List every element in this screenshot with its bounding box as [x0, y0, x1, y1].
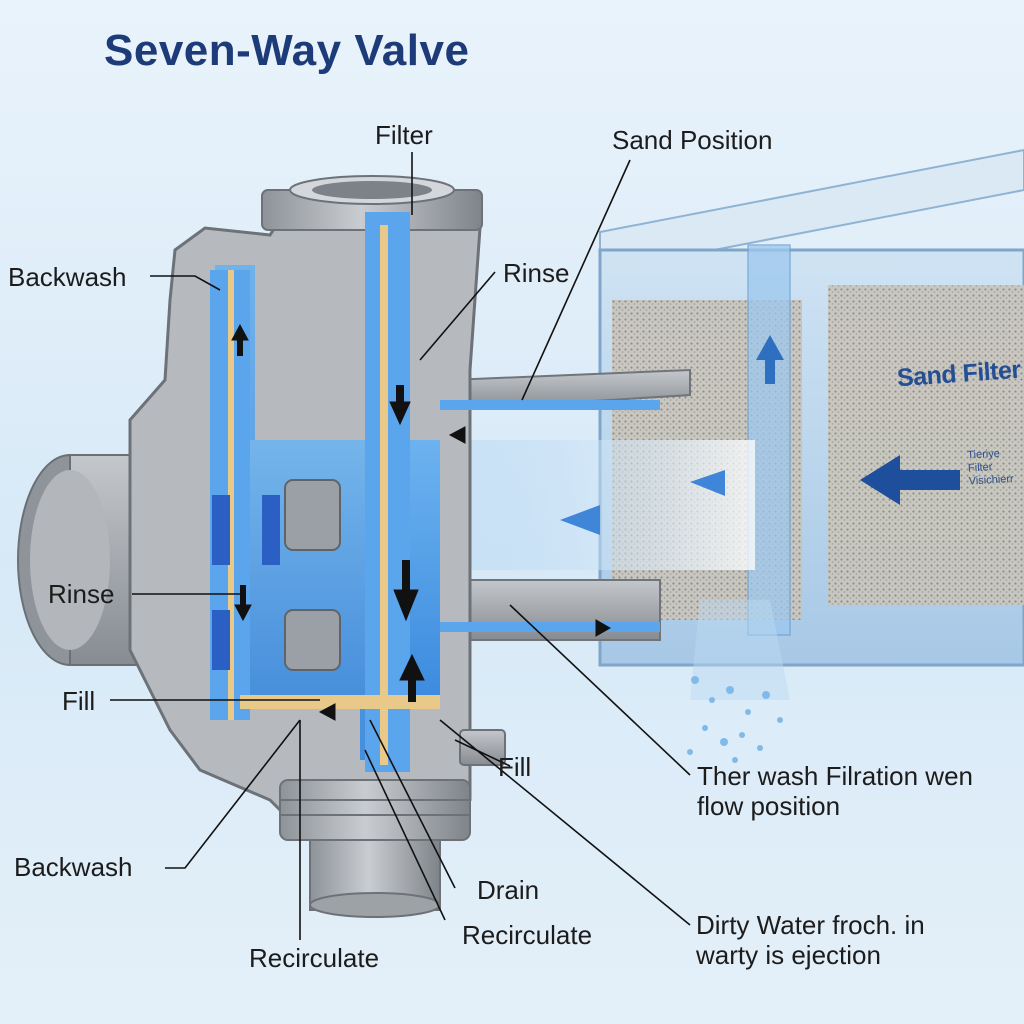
label-ther-wash: Ther wash Filration wen flow position	[697, 761, 973, 821]
leader-lines	[110, 152, 691, 940]
water-channels	[210, 212, 660, 772]
label-rinse-top: Rinse	[503, 258, 570, 288]
label-fill-left: Fill	[62, 686, 96, 716]
label-backwash-bottom: Backwash	[14, 852, 133, 882]
label-rinse-left: Rinse	[48, 579, 115, 609]
label-backwash-top: Backwash	[8, 262, 127, 292]
flow-arrows	[231, 323, 612, 721]
sand-filter-box	[598, 148, 1024, 667]
sand-filter-subtitle: Tieriye Filter Visichierr	[967, 447, 1014, 488]
water-drops	[687, 600, 790, 763]
label-dirty-water: Dirty Water froch. in warty is ejection	[696, 910, 925, 970]
diagram-title: Seven-Way Valve	[104, 26, 470, 75]
label-filter: Filter	[375, 120, 433, 150]
label-fill-bottom: Fill	[498, 752, 532, 782]
label-recirculate-left: Recirculate	[249, 943, 380, 973]
label-sand-position: Sand Position	[612, 125, 773, 155]
label-drain: Drain	[477, 875, 540, 905]
label-recirculate-right: Recirculate	[462, 920, 593, 950]
